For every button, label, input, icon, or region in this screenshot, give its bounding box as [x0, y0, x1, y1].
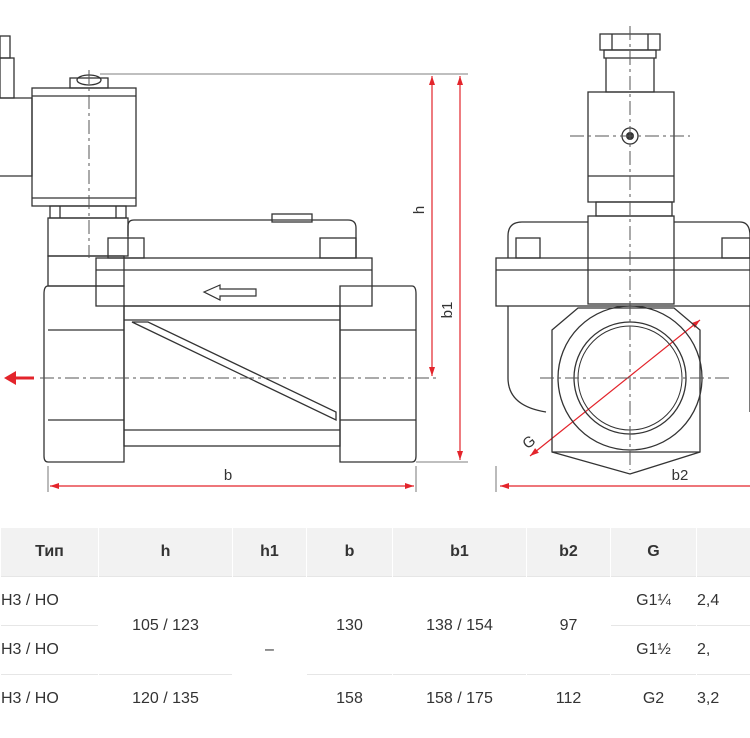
valve-technical-drawing: h b1 b b2 G [0, 26, 750, 492]
cell-g: G1½ [610, 625, 697, 675]
front-view [0, 35, 417, 463]
cell-g: G1¼ [610, 576, 697, 626]
cell-b: 158 [306, 674, 393, 723]
cell-extra: 3,2 [696, 674, 750, 723]
cell-b2: 97 [526, 576, 611, 675]
body-flange [95, 257, 373, 307]
table-row: Н3 / НО 120 / 135 158 158 / 175 112 G2 3… [0, 674, 750, 723]
col-g-header: G [610, 528, 697, 577]
solenoid-coil [31, 87, 137, 207]
label-h: h [411, 206, 428, 214]
cell-extra: 2,4 [696, 576, 750, 626]
table-row: Н3 / НО G1½ 2, [0, 625, 750, 675]
col-b1-header: b1 [392, 528, 527, 577]
label-b: b [224, 467, 232, 484]
col-b-header: b [306, 528, 393, 577]
cell-type: Н3 / НО [0, 674, 99, 723]
connector-body [587, 91, 675, 203]
valve-body [123, 305, 341, 447]
cell-b1: 138 / 154 [392, 576, 527, 675]
cell-type: Н3 / НО [0, 576, 99, 626]
side-view [495, 33, 750, 475]
col-h1-header: h1 [232, 528, 307, 577]
cell-h1: – [232, 576, 307, 723]
table-row: Н3 / НО 105 / 123 – 130 138 / 154 97 G1¼… [0, 576, 750, 723]
cell-h: 105 / 123 [98, 576, 233, 675]
col-h-header: h [98, 528, 233, 577]
cell-type: Н3 / НО [0, 625, 99, 675]
flow-direction-arrow-icon [4, 371, 34, 385]
spec-table: Тип h h1 b b1 b2 G Н3 / НО 105 / 123 – 1… [0, 528, 750, 723]
cell-extra: 2, [696, 625, 750, 675]
cable-connector [0, 35, 11, 59]
right-port [339, 285, 417, 463]
hex-port [551, 307, 701, 475]
table-header-row: Тип h h1 b b1 b2 G [0, 528, 750, 577]
col-type-header: Тип [0, 528, 99, 577]
cell-h: 120 / 135 [98, 674, 233, 723]
cell-g: G2 [610, 674, 697, 723]
col-b2-header: b2 [526, 528, 611, 577]
label-b1: b1 [439, 302, 456, 319]
label-b2: b2 [672, 467, 689, 484]
cell-b: 130 [306, 576, 393, 675]
cell-b1: 158 / 175 [392, 674, 527, 723]
flow-arrow-icon [202, 284, 257, 301]
left-port [43, 285, 125, 463]
col-extra-header [696, 528, 750, 577]
cell-b2: 112 [526, 674, 611, 723]
dim-g [529, 319, 701, 457]
label-g: G [519, 432, 539, 453]
